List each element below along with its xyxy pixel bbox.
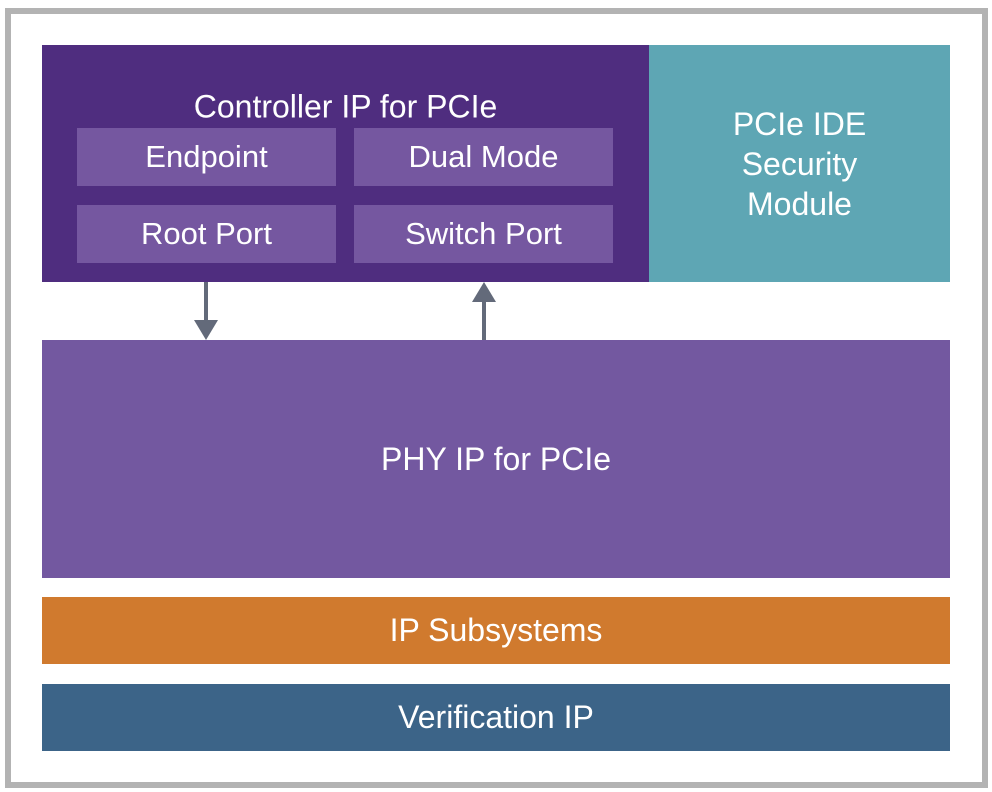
pcie-ide-security-module-block: PCIe IDE Security Module <box>649 45 950 282</box>
controller-ip-title: Controller IP for PCIe <box>193 88 498 125</box>
ip-subsystems-block: IP Subsystems <box>42 597 950 664</box>
switch-port-block: Switch Port <box>354 205 613 263</box>
endpoint-block: Endpoint <box>77 128 336 186</box>
verification-ip-block: Verification IP <box>42 684 950 751</box>
dual-mode-block: Dual Mode <box>354 128 613 186</box>
controller-ip-block: Controller IP for PCIe Endpoint Dual Mod… <box>42 45 649 282</box>
phy-ip-block: PHY IP for PCIe <box>42 340 950 578</box>
root-port-block: Root Port <box>77 205 336 263</box>
down-arrow-icon <box>194 282 218 340</box>
up-arrow-icon <box>472 282 496 340</box>
